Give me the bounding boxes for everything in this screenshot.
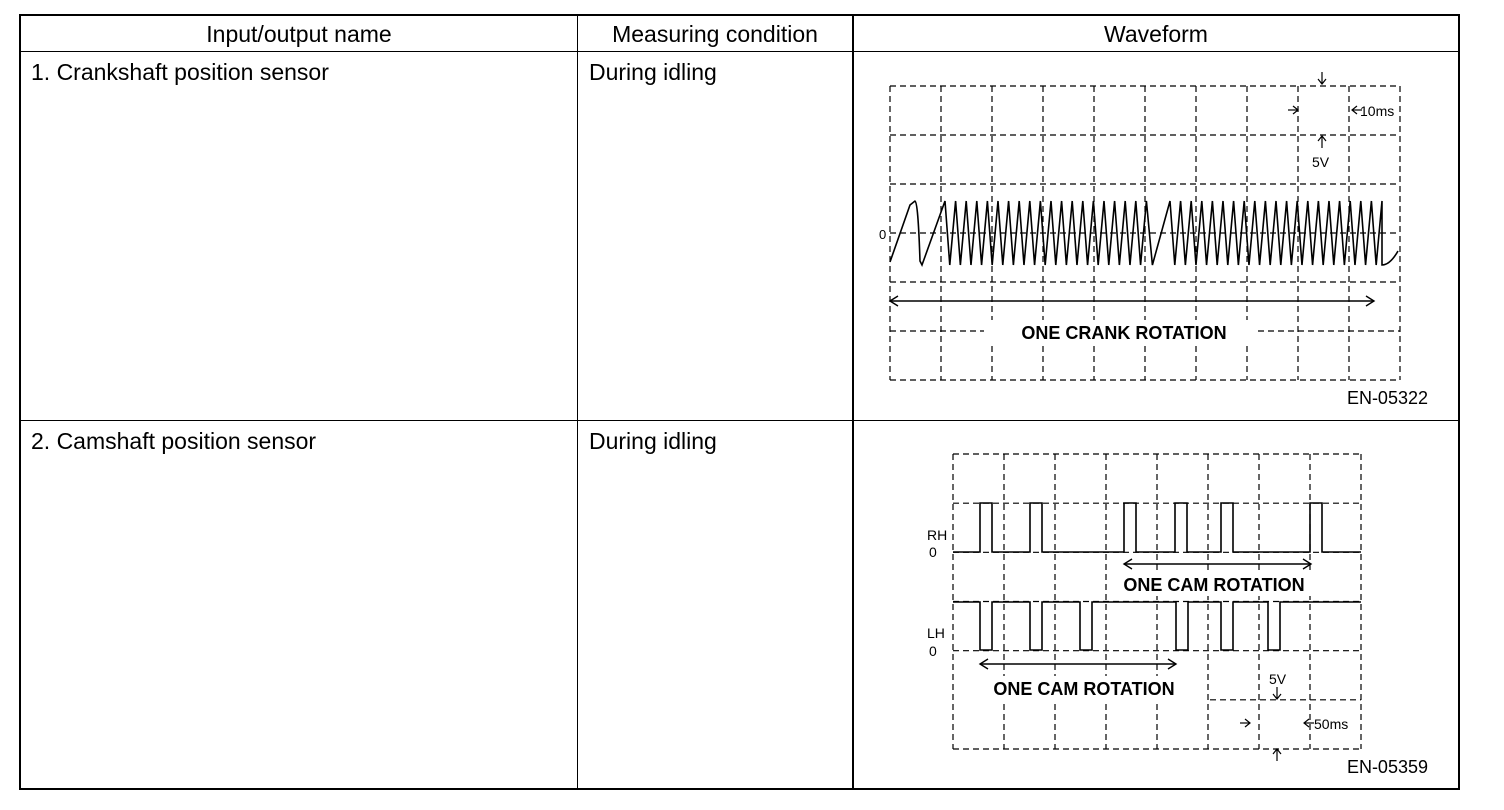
cam-lh-label: LH [927,625,945,641]
row1-name: 1. Crankshaft position sensor [31,59,329,85]
cam-lh-zero: 0 [929,643,937,659]
row1-condition: During idling [589,59,717,85]
cam-scale-time: 50ms [1314,716,1348,732]
header-io-name: Input/output name [206,21,392,47]
row-divider [19,420,1460,421]
cam-rh-trace [953,502,1361,553]
cam-lh-rotation-arrow [978,658,1178,670]
cam-rh-rotation-arrow [1122,558,1313,570]
crank-label-mask [984,320,1258,346]
row2-condition: During idling [589,428,717,454]
row2-name: 2. Camshaft position sensor [31,428,317,454]
header-waveform: Waveform [1104,21,1208,47]
cam-rh-label: RH [927,527,947,543]
col-divider-2 [852,14,854,790]
cam-rh-label-mask [1108,572,1320,596]
header-divider [19,51,1460,52]
cam-lh-rotation-label: ONE CAM ROTATION [993,679,1174,699]
crank-scale-markers [1288,72,1362,148]
crank-waveform-trace [889,200,1399,268]
crank-figure-id: EN-05322 [1347,388,1428,408]
cam-lh-trace [953,601,1361,651]
crank-rotation-arrow [888,295,1376,307]
col-divider-1 [577,14,578,790]
crank-scale-volt: 5V [1312,154,1330,170]
cam-figure-id: EN-05359 [1347,757,1428,777]
cam-lh-label-mask [976,676,1188,700]
crank-rotation-label: ONE CRANK ROTATION [1021,323,1226,343]
crank-scale-time: 10ms [1360,103,1394,119]
header-measuring-condition: Measuring condition [612,21,818,47]
crank-zero-label: 0 [879,227,886,242]
table-frame [19,14,1460,790]
cam-scale-volt: 5V [1269,671,1287,687]
cam-rh-zero: 0 [929,544,937,560]
cam-scale-markers [1240,687,1314,761]
cam-rh-rotation-label: ONE CAM ROTATION [1123,575,1304,595]
